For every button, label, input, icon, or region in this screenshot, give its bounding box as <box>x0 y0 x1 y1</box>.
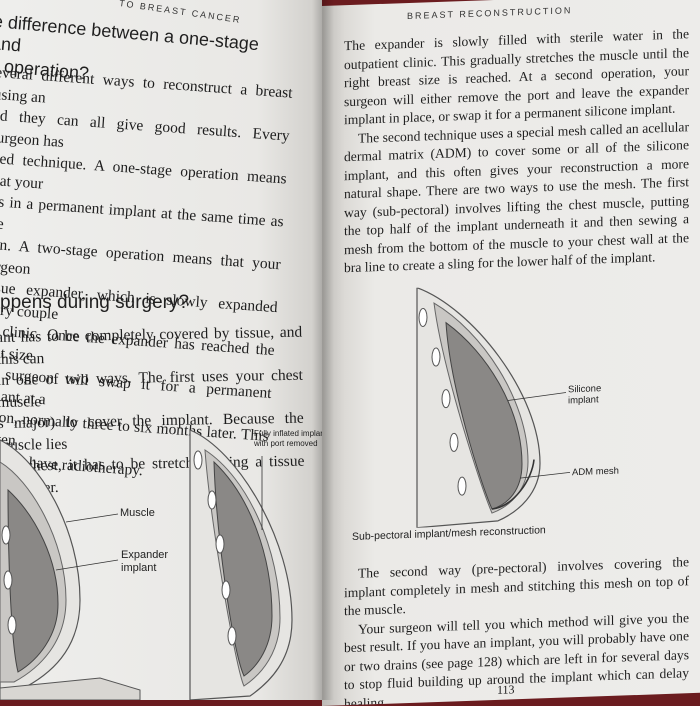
paragraph: The expander is slowly filled with steri… <box>344 26 689 128</box>
label-muscle: Muscle <box>120 507 155 519</box>
label-silicone-implant: implant <box>568 394 599 406</box>
label-expander: Expander <box>121 549 168 561</box>
label-silicone: Silicone <box>568 383 601 395</box>
book-gutter-shadow <box>312 0 334 700</box>
page-number: 113 <box>497 682 515 697</box>
paragraph: The second technique uses a special mesh… <box>344 118 689 276</box>
text-line: ant has to be completely covered by tiss… <box>0 323 303 368</box>
right-running-head: Breast Reconstruction <box>407 5 573 22</box>
label-port-removed: with port removed <box>253 439 318 448</box>
right-body-text-2: The second way (pre-pectoral) involves c… <box>344 553 689 706</box>
section-heading-surgery: ppens during surgery? <box>0 292 190 313</box>
label-fully-inflated: Fully inflated implant <box>254 429 322 438</box>
right-body-text-1: The expander is slowly filled with steri… <box>344 25 689 278</box>
expander-illustration: Muscle Expander implant Fully inflated i… <box>0 429 322 700</box>
sub-pectoral-figure <box>416 286 571 529</box>
label-adm-mesh: ADM mesh <box>572 466 619 479</box>
right-page: Breast Reconstruction The expander is sl… <box>322 0 700 706</box>
label-expander-implant: implant <box>121 562 156 574</box>
expander-figure <box>0 439 141 700</box>
left-running-head: to breast cancer <box>118 0 242 26</box>
text-line: in one of two ways. The first uses your … <box>0 366 304 411</box>
sub-pectoral-illustration: Silicone implant ADM mesh <box>416 286 619 529</box>
inflated-implant-figure <box>189 429 293 700</box>
left-page: to breast cancer e difference between a … <box>0 0 322 700</box>
paragraph: Your surgeon will tell you which method … <box>344 609 689 706</box>
